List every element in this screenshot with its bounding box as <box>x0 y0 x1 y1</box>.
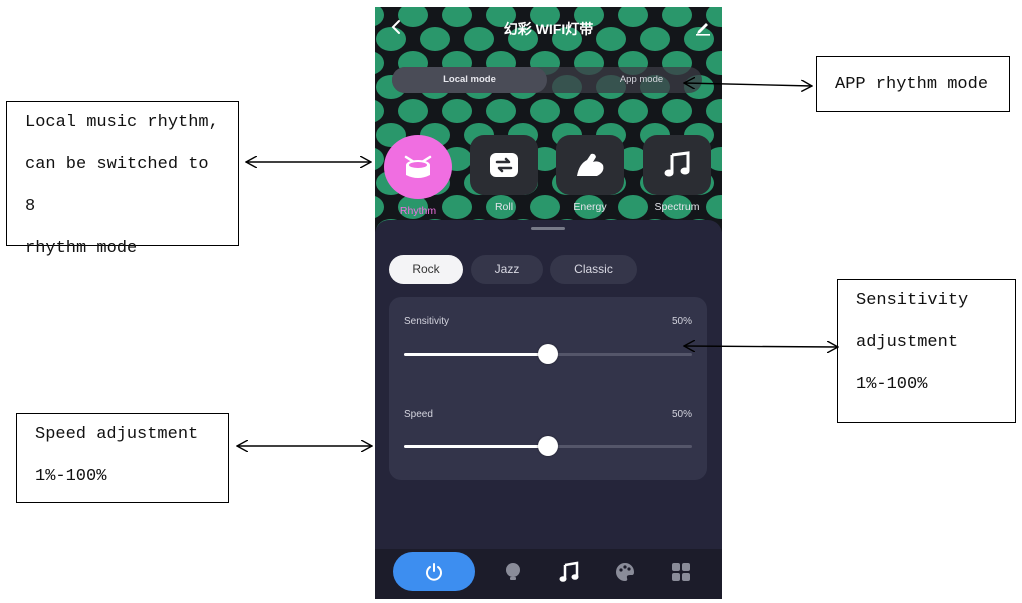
music-icon[interactable] <box>558 561 580 583</box>
background-dot <box>596 27 626 51</box>
header-area: 幻彩 WIFI灯带 Local mode App mode <box>375 7 722 232</box>
rhythm-mode-label: Spectrum <box>654 201 700 213</box>
background-dot <box>706 195 722 219</box>
background-dot <box>464 27 494 51</box>
background-dot <box>618 147 648 171</box>
background-dot <box>398 99 428 123</box>
genre-tabs: Rock Jazz Classic <box>389 255 709 285</box>
muscle-icon <box>556 135 624 195</box>
background-dot <box>706 99 722 123</box>
background-dot <box>442 195 472 219</box>
sensitivity-fill <box>404 353 548 356</box>
background-dot <box>398 195 428 219</box>
background-dot <box>530 99 560 123</box>
annotation-local-rhythm: Local music rhythm, can be switched to 8… <box>6 101 239 258</box>
background-dot <box>508 27 538 51</box>
annotation-line: can be switched to 8 <box>25 155 209 216</box>
tab-rock[interactable]: Rock <box>389 255 463 284</box>
mode-toggle: Local mode App mode <box>392 67 702 93</box>
background-dot <box>662 7 692 27</box>
speed-value: 50% <box>671 409 692 420</box>
annotation-line: 1%-100% <box>856 375 928 394</box>
drum-icon <box>384 135 452 199</box>
music-note-icon <box>643 135 711 195</box>
annotation-line: 1%-100% <box>35 467 107 486</box>
drag-handle[interactable] <box>531 227 565 230</box>
speed-slider[interactable] <box>404 436 692 456</box>
background-dot <box>684 27 714 51</box>
page-title: 幻彩 WIFI灯带 <box>503 21 594 37</box>
tab-app-mode[interactable]: App mode <box>619 74 664 85</box>
background-dot <box>375 52 384 74</box>
top-bar: 幻彩 WIFI灯带 <box>375 15 722 43</box>
power-icon <box>426 562 442 581</box>
background-dot <box>486 99 516 123</box>
background-dot <box>375 196 384 218</box>
tab-local-mode[interactable]: Local mode <box>392 67 547 93</box>
palette-icon[interactable] <box>614 561 636 583</box>
background-dot <box>640 27 670 51</box>
sensitivity-thumb[interactable] <box>538 344 558 364</box>
background-dot <box>706 7 722 27</box>
annotation-sensitivity: Sensitivity adjustment 1%-100% <box>837 279 1016 423</box>
background-dot <box>420 27 450 51</box>
rhythm-mode-label: Roll <box>494 201 514 213</box>
background-dot <box>486 7 516 27</box>
rhythm-mode-roll[interactable]: Roll <box>468 135 540 213</box>
background-dot <box>574 7 604 27</box>
background-dot <box>530 195 560 219</box>
annotation-line: adjustment <box>856 333 959 352</box>
annotation-line: Local music rhythm, <box>25 113 219 132</box>
slider-card: Sensitivity 50% Speed 50% <box>389 297 707 480</box>
tab-classic[interactable]: Classic <box>550 255 637 284</box>
annotation-line: Sensitivity <box>856 291 969 310</box>
background-dot <box>442 7 472 27</box>
bulb-icon[interactable] <box>502 561 524 583</box>
back-icon[interactable] <box>387 17 407 37</box>
background-dot <box>375 7 384 26</box>
background-dot <box>574 99 604 123</box>
speed-label: Speed <box>404 409 433 420</box>
edit-icon[interactable] <box>694 18 712 36</box>
phone-screen: 幻彩 WIFI灯带 Local mode App mode <box>375 7 722 599</box>
annotation-app-rhythm: APP rhythm mode <box>816 56 1010 112</box>
background-dot <box>574 195 604 219</box>
rhythm-mode-spectrum[interactable]: Spectrum <box>641 135 713 213</box>
annotation-line: Speed adjustment <box>35 425 199 444</box>
annotation-line: APP rhythm mode <box>835 75 989 94</box>
rhythm-mode-label: Rhythm <box>399 205 437 217</box>
rhythm-mode-label: Energy <box>573 201 607 213</box>
background-dot <box>618 7 648 27</box>
power-button[interactable] <box>393 552 475 591</box>
background-dot <box>618 99 648 123</box>
background-dot <box>530 7 560 27</box>
background-dot <box>375 100 384 122</box>
speed-fill <box>404 445 548 448</box>
background-dot <box>552 27 582 51</box>
bottom-nav <box>375 549 722 599</box>
background-dot <box>486 195 516 219</box>
grid-icon[interactable] <box>670 561 692 583</box>
rhythm-mode-energy[interactable]: Energy <box>554 135 626 213</box>
speed-thumb[interactable] <box>538 436 558 456</box>
background-dot <box>662 99 692 123</box>
sensitivity-label: Sensitivity <box>404 316 450 327</box>
settings-panel: Rock Jazz Classic Sensitivity 50% Speed … <box>375 220 722 550</box>
annotation-line: rhythm mode <box>25 239 138 258</box>
rhythm-mode-rhythm[interactable]: Rhythm <box>382 135 454 217</box>
sensitivity-slider[interactable] <box>404 344 692 364</box>
background-dot <box>398 7 428 27</box>
repeat-icon <box>470 135 538 195</box>
background-dot <box>618 195 648 219</box>
background-dot <box>375 148 384 170</box>
annotation-speed: Speed adjustment 1%-100% <box>16 413 229 503</box>
rhythm-mode-list: Rhythm Roll Energy <box>375 135 722 217</box>
background-dot <box>662 195 692 219</box>
background-dot <box>442 99 472 123</box>
sensitivity-value: 50% <box>671 316 692 327</box>
background-dot <box>706 51 722 75</box>
tab-jazz[interactable]: Jazz <box>471 255 543 284</box>
